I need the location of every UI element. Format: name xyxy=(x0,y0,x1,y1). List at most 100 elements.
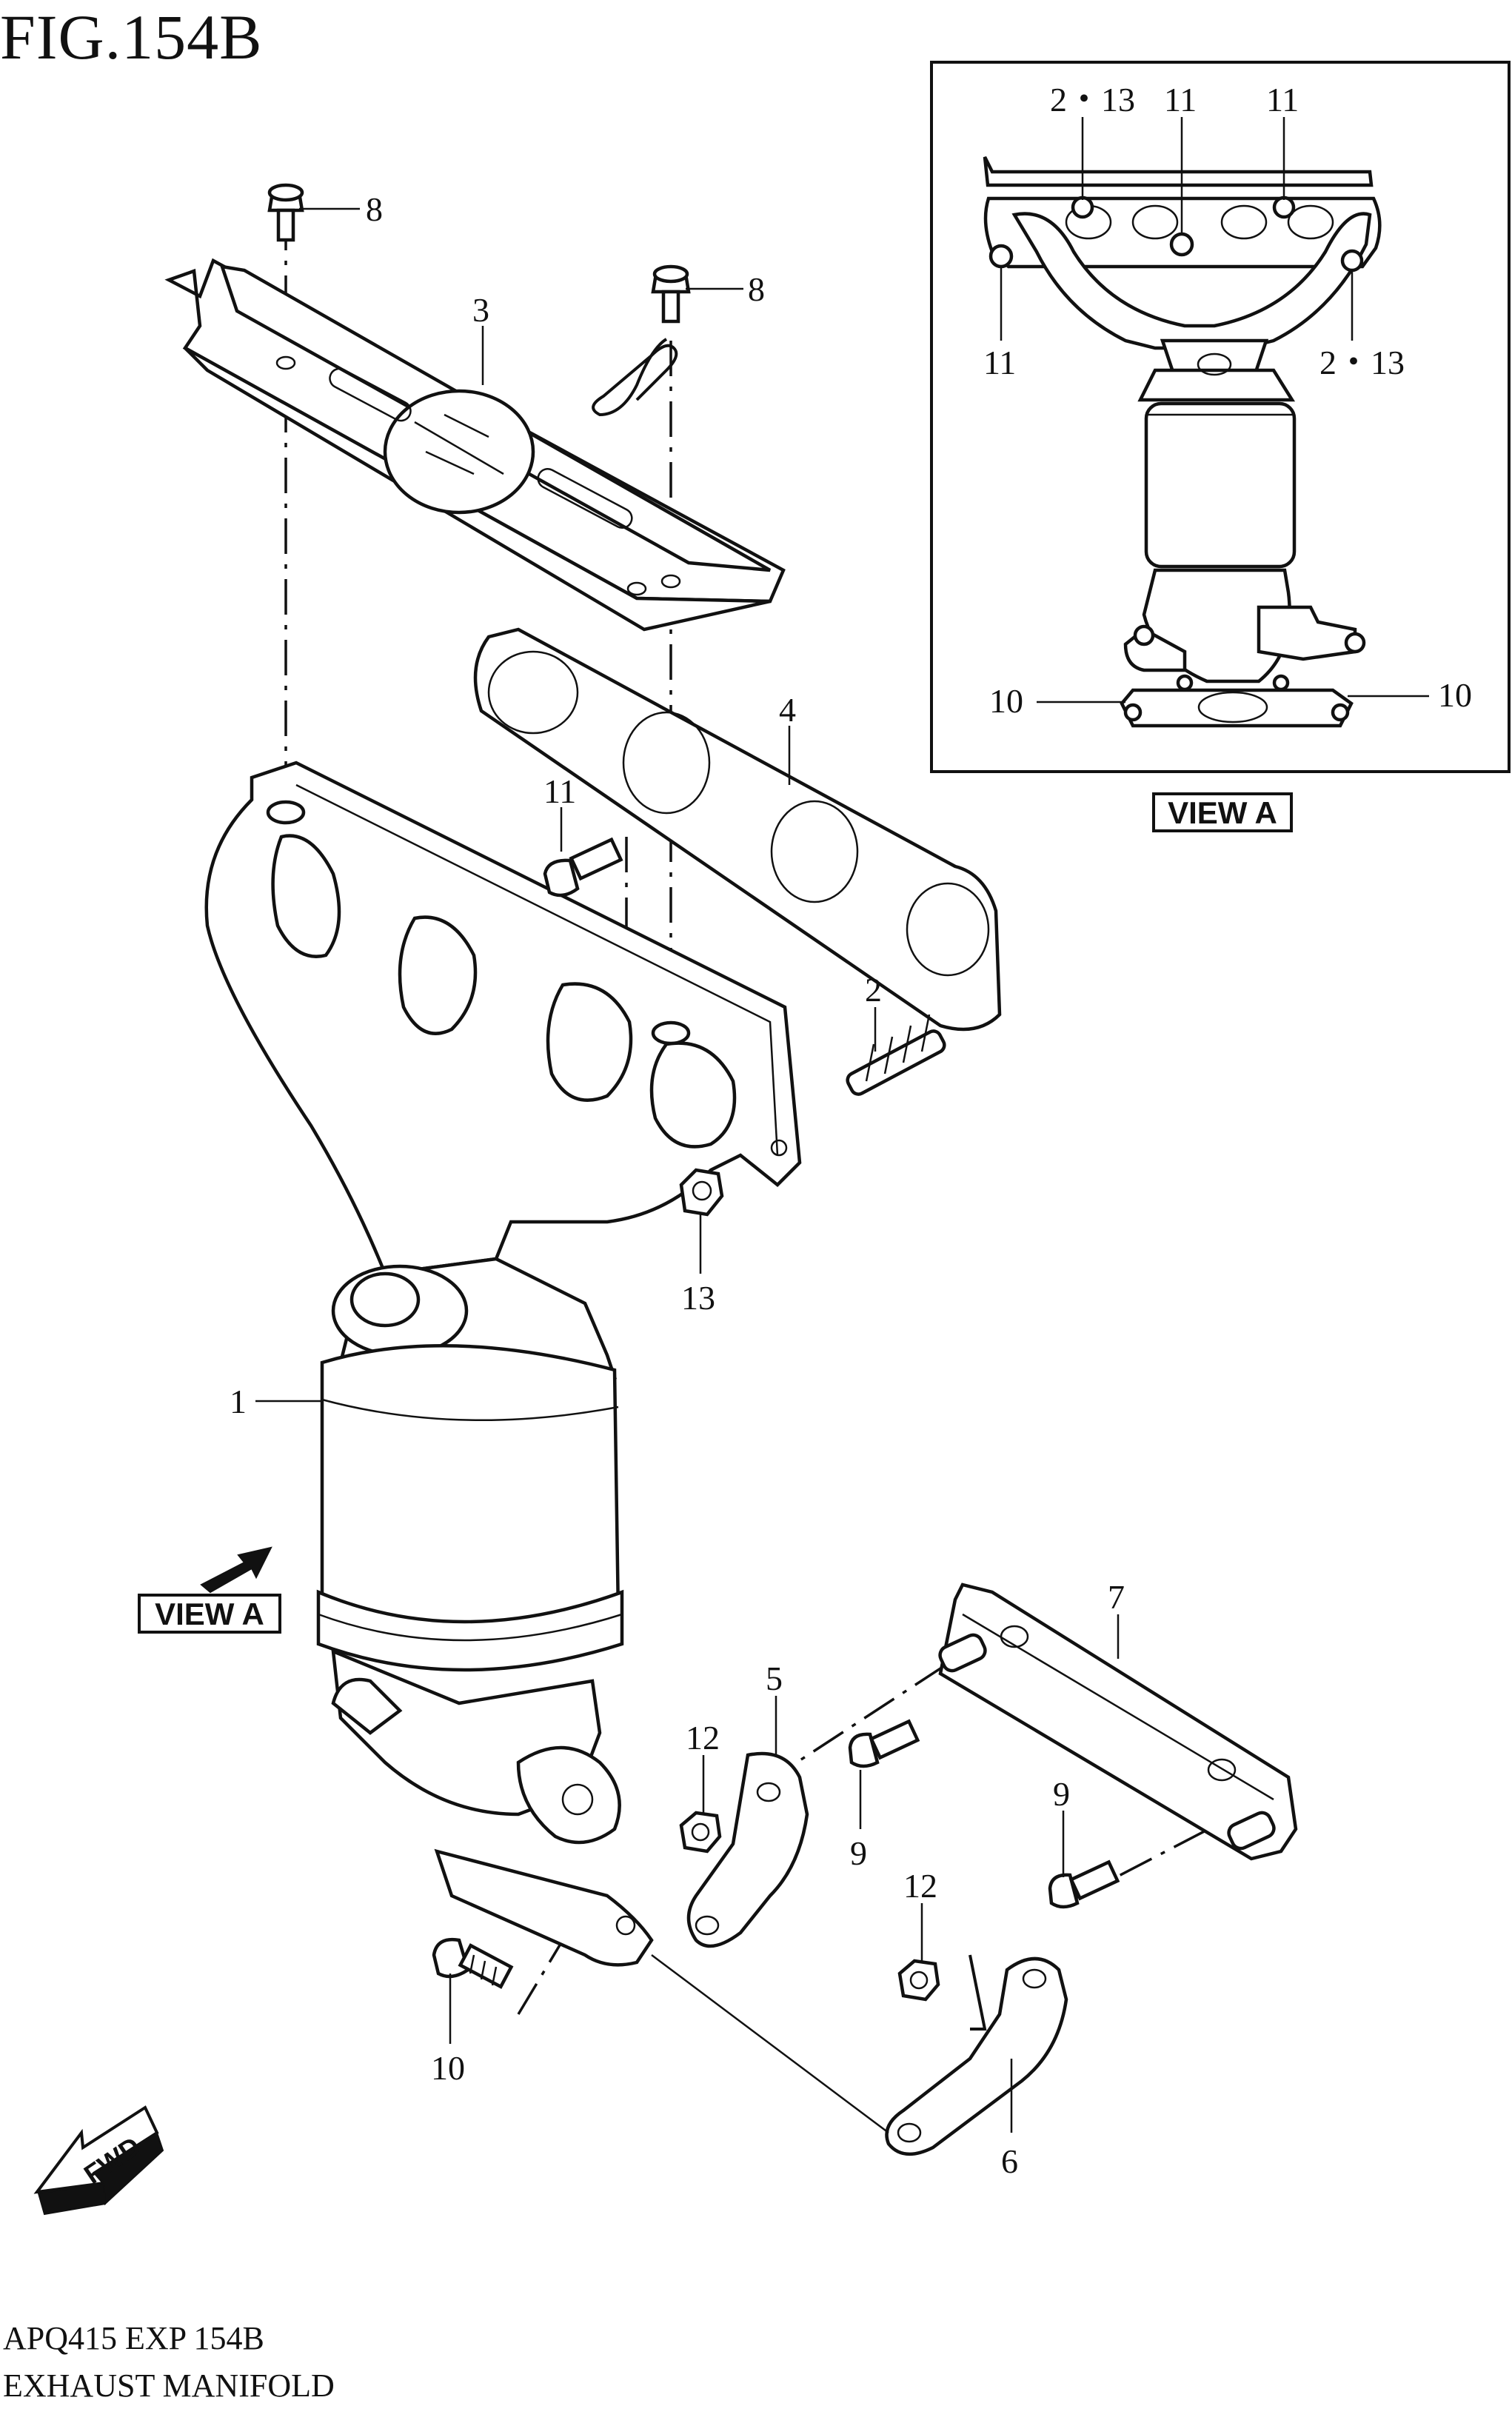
catalyst-outlet-flange-hole xyxy=(561,1783,594,1816)
catalyst-seam-top xyxy=(321,1398,619,1422)
view-a-pointer-label: VIEW A xyxy=(155,1597,264,1631)
bolt-9-upper xyxy=(848,1719,920,1768)
callout-12-lower: 12 xyxy=(903,1867,937,1905)
figure-title: FIG.154B xyxy=(0,1,263,73)
catalyst-lower-bracket-hole xyxy=(615,1915,636,1936)
inset-callout-10-left: 10 xyxy=(989,682,1023,720)
manifold-runner-2 xyxy=(398,915,478,1035)
bracket-6-link-line xyxy=(651,1954,889,2133)
bracket-7-hole-1 xyxy=(1000,1625,1029,1648)
callout-2: 2 xyxy=(865,971,882,1009)
manifold-runner-4 xyxy=(649,1041,737,1149)
inset-nut-11-left xyxy=(989,244,1014,269)
catalyst-band-line xyxy=(318,1613,623,1642)
callout-1: 1 xyxy=(230,1383,247,1420)
inset-port-3 xyxy=(1220,204,1268,240)
figure-code: APQ415 EXP 154B xyxy=(3,2320,264,2356)
callout-9-upper: 9 xyxy=(850,1834,867,1872)
inset-callout-10-right: 10 xyxy=(1438,676,1472,714)
main-exploded-view: 8 8 3 4 11 2 13 1 7 5 12 9 9 12 10 6 VIE… xyxy=(33,183,1298,2216)
heat-shield-emblem-detail xyxy=(414,413,504,475)
bracket-5 xyxy=(686,1751,809,1948)
callout-8-right: 8 xyxy=(748,270,765,308)
callout-6: 6 xyxy=(1001,2142,1018,2180)
inset-plate-bolt-10-right xyxy=(1331,703,1350,722)
inset-outlet-right-bracket xyxy=(1257,605,1357,661)
catalyst-body xyxy=(320,1344,620,1633)
figure-name: EXHAUST MANIFOLD xyxy=(3,2367,335,2404)
manifold-nut-right xyxy=(651,1020,691,1046)
inset-callout-11-top-center: 11 xyxy=(1164,81,1197,118)
gasket-port-1 xyxy=(487,650,579,735)
manifold-runner-3 xyxy=(546,982,633,1102)
inset-port-4 xyxy=(1287,204,1334,240)
assembly-line-bolt-9-upper xyxy=(762,1657,956,1786)
callout-10: 10 xyxy=(431,2049,465,2087)
inset-nut-11-center xyxy=(1169,232,1194,257)
callout-3: 3 xyxy=(472,291,489,329)
catalyst-o2-port xyxy=(349,1271,421,1328)
inset-heat-shield xyxy=(983,156,1374,187)
nut-12-lower xyxy=(897,1959,940,2002)
bolt-8-right xyxy=(651,264,691,324)
view-a-pointer-box xyxy=(138,1594,281,1634)
bracket-5-hole-bottom xyxy=(695,1915,720,1936)
callout-11: 11 xyxy=(543,772,576,810)
bracket-7-edge xyxy=(962,1613,1274,1801)
manifold-gasket xyxy=(473,627,1002,1032)
bracket-6-hole-top xyxy=(1022,1968,1047,1989)
inset-stud-a xyxy=(1176,674,1194,692)
inset-callout-2-13-top: 2・13 xyxy=(1050,81,1135,118)
heat-shield-hole-right xyxy=(660,574,681,589)
view-a-arrow-icon xyxy=(200,1546,272,1594)
catalyst-outlet-flange xyxy=(516,1745,621,1845)
manifold-flange-hole xyxy=(770,1139,788,1157)
view-a-label-box xyxy=(1152,792,1293,832)
bracket-6-hole-bottom xyxy=(897,2122,922,2143)
manifold-runner-1 xyxy=(271,834,341,958)
catalyst-band xyxy=(316,1589,624,1672)
heat-shield-slot-2 xyxy=(537,467,633,529)
catalyst-lower-bracket xyxy=(434,1848,654,1967)
heat-shield-slot-1 xyxy=(329,367,412,422)
bracket-6-break-line xyxy=(969,1954,987,2031)
bracket-7-hole-2 xyxy=(1207,1758,1237,1782)
inset-callout-11-top-right: 11 xyxy=(1266,81,1299,118)
callout-12-upper: 12 xyxy=(686,1719,720,1757)
callout-5: 5 xyxy=(766,1660,783,1697)
bolt-10 xyxy=(432,1937,514,1989)
callout-7: 7 xyxy=(1108,1578,1125,1616)
inset-nut-2-13-left xyxy=(1071,195,1094,219)
manifold-nut-left xyxy=(266,800,306,825)
nut-13 xyxy=(679,1168,724,1217)
catalyst-outlet-bracket xyxy=(331,1677,403,1735)
heat-shield-lower-face xyxy=(184,347,771,632)
heat-shield-hole-left xyxy=(275,355,296,370)
bracket-7-stud-lower xyxy=(1227,1811,1276,1851)
gasket-port-3 xyxy=(770,800,859,903)
bolt-11 xyxy=(543,837,623,898)
inset-mounting-plate xyxy=(1120,688,1354,728)
inset-nut-11-right xyxy=(1272,195,1296,219)
view-a-inset: 2・13 11 11 11 2・13 10 10 VIEW A xyxy=(930,61,1511,832)
callout-13: 13 xyxy=(681,1279,715,1317)
callout-8-left: 8 xyxy=(366,190,383,228)
callout-9-lower: 9 xyxy=(1053,1775,1070,1813)
wire-clip xyxy=(592,338,678,417)
inset-catalyst-body xyxy=(1144,401,1297,569)
stud-2 xyxy=(846,1014,946,1096)
inset-outlet-ring xyxy=(1197,691,1268,723)
inset-runners xyxy=(1011,212,1372,350)
inset-bolt-left xyxy=(1133,624,1155,646)
bracket-5-hole-top xyxy=(756,1782,781,1802)
bolt-9-lower xyxy=(1048,1859,1120,1909)
view-a-label: VIEW A xyxy=(1168,795,1277,830)
callout-4: 4 xyxy=(779,691,796,729)
inset-nut-2-13-right xyxy=(1340,249,1364,273)
view-a-frame xyxy=(930,61,1511,773)
gasket-port-2 xyxy=(622,711,711,815)
manifold-flange-edge xyxy=(295,783,779,1156)
inset-callout-2-13-right: 2・13 xyxy=(1319,344,1405,381)
